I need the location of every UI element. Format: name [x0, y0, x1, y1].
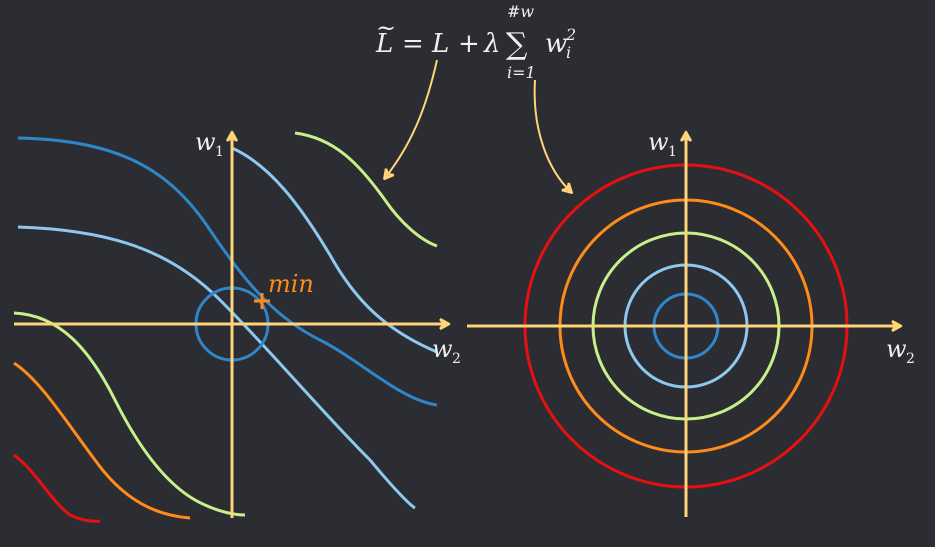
left-x-axis-label: w [432, 335, 453, 363]
contour-green-top [294, 131, 438, 248]
contour-dark-blue-top [17, 136, 438, 407]
contour-green-left [13, 311, 246, 517]
left-y-axis-label: w [195, 128, 216, 156]
formula-sum-top: #w [507, 2, 534, 21]
right-x-axis-sub: 2 [906, 351, 915, 367]
formula-plus: + [458, 29, 480, 59]
formula-L: L [431, 29, 449, 59]
contour-light-blue-top [231, 146, 438, 354]
formula-lhs: L [375, 29, 393, 59]
formula-equals: = [402, 29, 424, 59]
formula-arrow-right [533, 79, 571, 192]
formula-arrow-left [385, 59, 438, 178]
contour-red-left [13, 453, 101, 523]
min-marker [254, 293, 270, 309]
right-y-axis-label: w [648, 128, 669, 156]
formula-lambda: λ [483, 29, 500, 59]
left-y-axis-sub: 1 [215, 144, 224, 160]
formula-tilde: ~ [376, 14, 396, 42]
left-plot: w 1 w 2 min [13, 128, 461, 523]
right-plot: w 1 w 2 [467, 128, 915, 517]
min-label: min [268, 270, 314, 298]
contour-orange-left [13, 361, 191, 520]
regularized-loss-formula: ~ L = L + λ #w ∑ i=1 w 2 i [375, 2, 576, 82]
right-x-axis-label: w [886, 335, 907, 363]
contour-light-blue-mid [17, 225, 416, 510]
formula-sub-i: i [566, 43, 571, 62]
left-x-axis-sub: 2 [452, 351, 461, 367]
right-y-axis-sub: 1 [668, 144, 677, 160]
formula-sum-bottom: i=1 [507, 63, 536, 82]
formula-sum-symbol: ∑ [506, 27, 528, 62]
formula-sup-2: 2 [565, 25, 576, 44]
formula-w: w [545, 29, 567, 59]
